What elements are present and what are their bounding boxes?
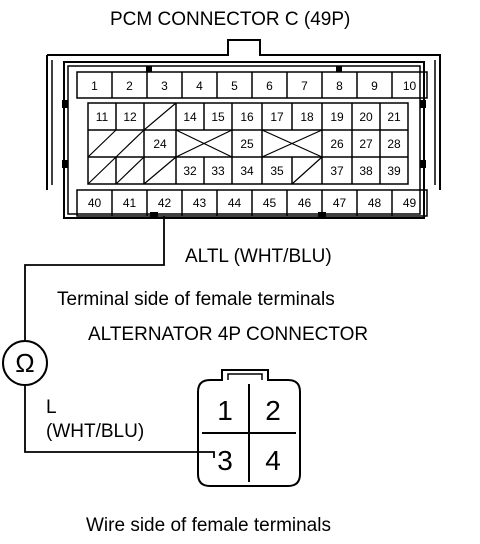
wire-altl-label: ALTL (WHT/BLU) (185, 246, 332, 267)
pcm-pin-42: 42 (158, 196, 172, 210)
pcm-tab-left-2 (62, 160, 68, 168)
pcm-pin-1: 1 (91, 79, 98, 93)
test-wire-pcm (24, 216, 165, 340)
alternator-housing (197, 369, 301, 487)
pcm-tab-left-1 (62, 100, 68, 108)
pcm-shell-inner (51, 60, 436, 185)
test-wire-alternator (24, 386, 215, 458)
alternator-lock-tab (227, 373, 263, 380)
alternator-pin-4: 4 (265, 445, 281, 476)
pcm-pin-19: 19 (330, 110, 344, 124)
pcm-pin-20: 20 (359, 110, 373, 124)
pcm-pin-8: 8 (336, 79, 343, 93)
pcm-pin-11: 11 (96, 110, 109, 124)
alternator-wire-side-label: Wire side of female terminals (86, 515, 331, 536)
alternator-pin-3: 3 (217, 445, 233, 476)
wire-l-label: L (46, 397, 57, 418)
alternator-pin-2: 2 (265, 395, 281, 426)
pcm-pin-4: 4 (196, 79, 203, 93)
pcm-pin-38: 38 (359, 164, 373, 178)
pcm-pin-47: 47 (333, 196, 347, 210)
pcm-pin-39: 39 (387, 164, 401, 178)
pcm-pin-41: 41 (123, 196, 137, 210)
pcm-pin-2: 2 (126, 79, 133, 93)
pcm-pin-5: 5 (231, 79, 238, 93)
pcm-pin-24: 24 (153, 137, 167, 151)
ohmmeter: Ω (2, 340, 48, 386)
pcm-pin-43: 43 (193, 196, 207, 210)
pcm-pin-45: 45 (263, 196, 277, 210)
pcm-pin-3: 3 (161, 79, 168, 93)
pcm-row-1: 1 2 3 4 5 6 7 8 9 10 (76, 71, 428, 99)
pcm-pin-32: 32 (183, 164, 197, 178)
pcm-pin-49: 49 (403, 196, 417, 210)
pcm-pin-21: 21 (387, 110, 401, 124)
pcm-pin-7: 7 (301, 79, 308, 93)
pcm-pin-16: 16 (240, 110, 254, 124)
pcm-tab-right-2 (420, 160, 426, 168)
wire-color-label: (WHT/BLU) (46, 421, 144, 442)
pcm-key-3 (150, 212, 158, 218)
pcm-pin-26: 26 (330, 137, 344, 151)
pcm-pin-37: 37 (330, 164, 344, 178)
ohmmeter-circle (2, 340, 48, 386)
pcm-pin-46: 46 (298, 196, 312, 210)
pcm-body-inner (67, 65, 421, 215)
pcm-pin-48: 48 (368, 196, 382, 210)
pcm-terminal-side-label: Terminal side of female terminals (57, 289, 335, 310)
pcm-pin-35: 35 (270, 164, 284, 178)
pcm-connector: 1 2 3 4 5 6 7 8 9 10 (46, 39, 441, 219)
alternator-connector: 1 2 3 4 (197, 369, 301, 487)
pcm-pin-40: 40 (88, 196, 102, 210)
pcm-outer-shell (46, 39, 441, 190)
pcm-pin-34: 34 (240, 164, 254, 178)
alternator-pin-1: 1 (217, 395, 233, 426)
pcm-rows-2-4: 11 12 14 15 16 17 18 19 20 21 24 25 26 2… (87, 102, 409, 185)
pcm-pin-33: 33 (211, 164, 225, 178)
pcm-pin-15: 15 (211, 110, 225, 124)
pcm-pin-10: 10 (403, 79, 417, 93)
pcm-key-1 (146, 66, 152, 72)
alternator-connector-title: ALTERNATOR 4P CONNECTOR (88, 324, 368, 345)
pcm-pin-12: 12 (123, 110, 137, 124)
pcm-pin-14: 14 (183, 110, 197, 124)
pcm-pin-28: 28 (387, 137, 401, 151)
pcm-row-5: 40 41 42 43 44 45 46 47 48 49 (76, 189, 428, 217)
pcm-key-2 (336, 66, 342, 72)
pcm-pin-27: 27 (359, 137, 373, 151)
pcm-pin-25: 25 (240, 137, 254, 151)
ohm-symbol: Ω (15, 348, 34, 378)
pcm-connector-title: PCM CONNECTOR C (49P) (110, 9, 350, 30)
pcm-pin-18: 18 (300, 110, 314, 124)
pcm-pin-44: 44 (228, 196, 242, 210)
pcm-pin-9: 9 (371, 79, 378, 93)
pcm-body (63, 61, 425, 219)
pcm-pin-17: 17 (270, 110, 284, 124)
pcm-pin-6: 6 (266, 79, 273, 93)
pcm-tab-right-1 (420, 100, 426, 108)
